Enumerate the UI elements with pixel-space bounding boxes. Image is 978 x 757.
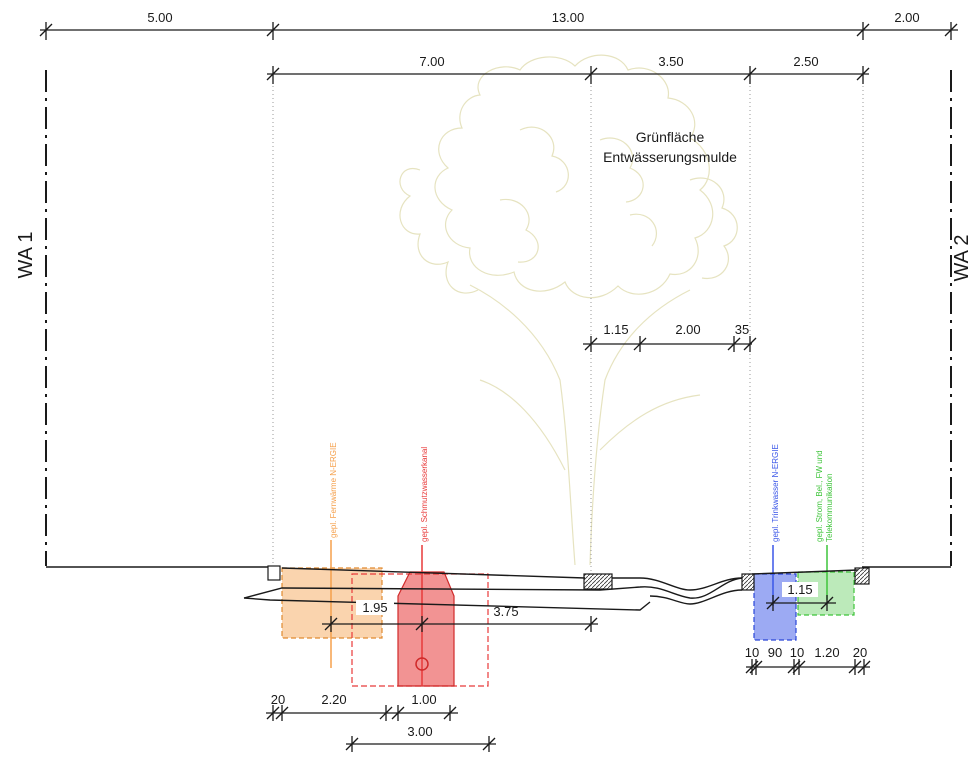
reference-lines <box>272 70 864 578</box>
dim-bottom-right-5: 20 <box>853 645 867 660</box>
schmutzwasser-label: gepl. Schmutzwasserkanal <box>420 447 429 542</box>
dim-top-2: 13.00 <box>552 10 585 25</box>
second-dimension-chain <box>266 66 870 84</box>
dim-bg-115 <box>782 582 818 597</box>
dim-bg-195 <box>356 600 394 615</box>
dim-bottom-right-1: 10 <box>745 645 759 660</box>
dim-bottom-width: 3.00 <box>407 724 432 739</box>
top-dimension-chain <box>39 22 958 40</box>
dim-bottom-right-3: 10 <box>790 645 804 660</box>
bottom-right-dimensions <box>745 659 871 675</box>
dim-mid-3: 35 <box>735 322 749 337</box>
green-area-label-line1: Grünfläche <box>636 129 705 145</box>
curb-right <box>854 567 870 585</box>
sewer-pipe-icon <box>415 657 429 671</box>
dim-mid-2: 2.00 <box>675 322 700 337</box>
plot-boundary <box>45 70 952 566</box>
curb-swale-left <box>583 573 613 590</box>
strom-label-line2: Telekommunikation <box>825 474 834 542</box>
dim-bottom-3: 1.00 <box>411 692 436 707</box>
lower-left-dimensions <box>322 616 598 632</box>
curb-swale-right <box>741 573 755 591</box>
curb-left <box>267 565 281 581</box>
fernwaerme-label: gepl. Fernwärme N-ERGIE <box>329 442 338 538</box>
dim-top-3: 2.00 <box>894 10 919 25</box>
trinkwasser-label: gepl. Trinkwasser N-ERGIE <box>771 444 780 542</box>
lower-right-dimension <box>766 595 836 611</box>
dim-mid-1: 1.15 <box>603 322 628 337</box>
swale-dimension-chain <box>583 336 757 352</box>
bottom-width-dimension <box>345 736 496 752</box>
dim-bottom-2: 2.20 <box>321 692 346 707</box>
schmutzwasser-trench <box>397 571 455 687</box>
dim-bottom-right-2: 90 <box>768 645 782 660</box>
dim-bottom-1: 20 <box>271 692 285 707</box>
dim-lower-2: 3.75 <box>493 604 518 619</box>
wa1-label: WA 1 <box>15 231 37 278</box>
bottom-left-dimensions <box>266 705 458 721</box>
dim-bottom-right-4: 1.20 <box>814 645 839 660</box>
green-area-label-line2: Entwässerungsmulde <box>603 149 737 165</box>
dim-top-1: 5.00 <box>147 10 172 25</box>
tree-icon <box>399 54 738 566</box>
dim-second-3: 2.50 <box>793 54 818 69</box>
dim-lower-right: 1.15 <box>787 582 812 597</box>
dim-second-1: 7.00 <box>419 54 444 69</box>
dim-second-2: 3.50 <box>658 54 683 69</box>
dim-lower-1: 1.95 <box>362 600 387 615</box>
strom-label-line1: gepl. Strom, Bel., FW und <box>815 450 824 542</box>
wa2-label: WA 2 <box>951 234 973 281</box>
